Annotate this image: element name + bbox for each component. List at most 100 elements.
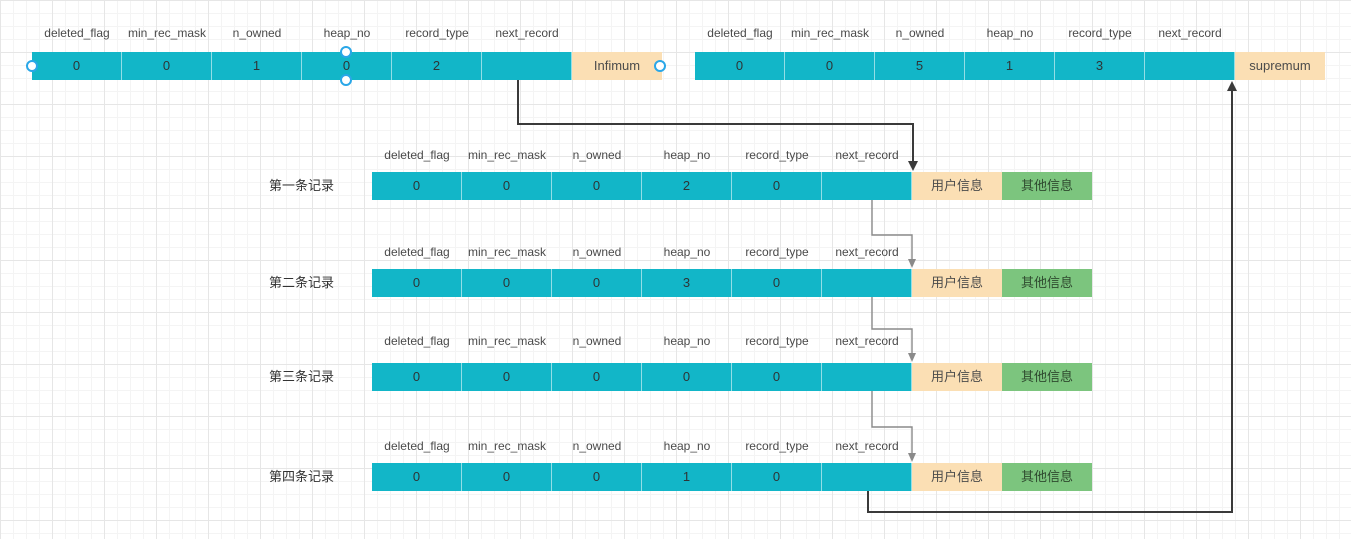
field-header-n-owned[interactable]: n_owned <box>232 26 282 40</box>
field-header-deleted-flag[interactable]: deleted_flag <box>44 26 110 40</box>
record3-user-info-cell[interactable]: 用户信息 <box>912 363 1002 391</box>
field-header-min-rec-mask[interactable]: min_rec_mask <box>790 26 870 40</box>
record2-cell-min-rec-mask[interactable]: 0 <box>462 269 552 297</box>
record1-cell-deleted-flag[interactable]: 0 <box>372 172 462 200</box>
supremum-record-bar[interactable]: 0 0 5 1 3 supremum <box>695 52 1325 80</box>
record2-user-info-cell[interactable]: 用户信息 <box>912 269 1002 297</box>
connection-handle-right[interactable] <box>654 60 666 72</box>
supremum-cell-n-owned[interactable]: 5 <box>875 52 965 80</box>
supremum-cell-record-type[interactable]: 3 <box>1055 52 1145 80</box>
record3-title[interactable]: 第三条记录 <box>268 369 334 384</box>
field-header-min-rec-mask[interactable]: min_rec_mask <box>467 245 547 259</box>
field-header-record-type[interactable]: record_type <box>745 245 809 259</box>
record3-cell-next-record[interactable] <box>822 363 912 391</box>
field-header-heap-no[interactable]: heap_no <box>663 334 711 348</box>
field-header-heap-no[interactable]: heap_no <box>986 26 1034 40</box>
field-header-next-record[interactable]: next_record <box>835 148 899 162</box>
record3-bar[interactable]: 0 0 0 0 0 用户信息 其他信息 <box>372 363 1092 391</box>
record4-cell-n-owned[interactable]: 0 <box>552 463 642 491</box>
record3-cell-heap-no[interactable]: 0 <box>642 363 732 391</box>
record4-cell-next-record[interactable] <box>822 463 912 491</box>
field-header-next-record[interactable]: next_record <box>1158 26 1222 40</box>
record1-field-headers: deleted_flag min_rec_mask n_owned heap_n… <box>372 146 912 164</box>
record2-cell-heap-no[interactable]: 3 <box>642 269 732 297</box>
record4-user-info-cell[interactable]: 用户信息 <box>912 463 1002 491</box>
infimum-cell-min-rec-mask[interactable]: 0 <box>122 52 212 80</box>
infimum-record-bar[interactable]: 0 0 1 0 2 Infimum <box>32 52 662 80</box>
infimum-cell-deleted-flag[interactable]: 0 <box>32 52 122 80</box>
record2-title[interactable]: 第二条记录 <box>268 275 334 290</box>
field-header-min-rec-mask[interactable]: min_rec_mask <box>467 439 547 453</box>
field-header-n-owned[interactable]: n_owned <box>572 148 622 162</box>
record1-cell-min-rec-mask[interactable]: 0 <box>462 172 552 200</box>
connection-handle-bottom[interactable] <box>340 74 352 86</box>
record1-other-info-cell[interactable]: 其他信息 <box>1002 172 1092 200</box>
record2-cell-n-owned[interactable]: 0 <box>552 269 642 297</box>
field-header-n-owned[interactable]: n_owned <box>572 245 622 259</box>
field-header-next-record[interactable]: next_record <box>835 334 899 348</box>
field-header-heap-no[interactable]: heap_no <box>663 245 711 259</box>
field-header-min-rec-mask[interactable]: min_rec_mask <box>467 148 547 162</box>
connection-handle-left[interactable] <box>26 60 38 72</box>
record1-cell-n-owned[interactable]: 0 <box>552 172 642 200</box>
record2-cell-deleted-flag[interactable]: 0 <box>372 269 462 297</box>
record3-cell-deleted-flag[interactable]: 0 <box>372 363 462 391</box>
arrowhead-up-icon <box>1227 81 1237 91</box>
record3-other-info-cell[interactable]: 其他信息 <box>1002 363 1092 391</box>
supremum-label-cell[interactable]: supremum <box>1235 52 1325 80</box>
field-header-record-type[interactable]: record_type <box>745 439 809 453</box>
field-header-n-owned[interactable]: n_owned <box>572 334 622 348</box>
record1-cell-record-type[interactable]: 0 <box>732 172 822 200</box>
field-header-record-type[interactable]: record_type <box>745 334 809 348</box>
infimum-cell-n-owned[interactable]: 1 <box>212 52 302 80</box>
field-header-deleted-flag[interactable]: deleted_flag <box>384 148 450 162</box>
supremum-cell-min-rec-mask[interactable]: 0 <box>785 52 875 80</box>
field-header-min-rec-mask[interactable]: min_rec_mask <box>127 26 207 40</box>
record3-cell-n-owned[interactable]: 0 <box>552 363 642 391</box>
arrow-record2-to-record3[interactable] <box>871 297 916 362</box>
record1-user-info-cell[interactable]: 用户信息 <box>912 172 1002 200</box>
field-header-record-type[interactable]: record_type <box>405 26 469 40</box>
field-header-heap-no[interactable]: heap_no <box>663 148 711 162</box>
record4-cell-record-type[interactable]: 0 <box>732 463 822 491</box>
field-header-next-record[interactable]: next_record <box>495 26 559 40</box>
supremum-cell-deleted-flag[interactable]: 0 <box>695 52 785 80</box>
field-header-heap-no[interactable]: heap_no <box>323 26 371 40</box>
supremum-cell-next-record[interactable] <box>1145 52 1235 80</box>
field-header-n-owned[interactable]: n_owned <box>572 439 622 453</box>
record4-title[interactable]: 第四条记录 <box>268 469 334 484</box>
field-header-record-type[interactable]: record_type <box>1068 26 1132 40</box>
supremum-cell-heap-no[interactable]: 1 <box>965 52 1055 80</box>
field-header-deleted-flag[interactable]: deleted_flag <box>384 245 450 259</box>
record1-cell-heap-no[interactable]: 2 <box>642 172 732 200</box>
record1-title[interactable]: 第一条记录 <box>268 178 334 193</box>
infimum-field-headers: deleted_flag min_rec_mask n_owned heap_n… <box>32 24 572 42</box>
record2-cell-next-record[interactable] <box>822 269 912 297</box>
record4-other-info-cell[interactable]: 其他信息 <box>1002 463 1092 491</box>
record2-other-info-cell[interactable]: 其他信息 <box>1002 269 1092 297</box>
record2-cell-record-type[interactable]: 0 <box>732 269 822 297</box>
record1-bar[interactable]: 0 0 0 2 0 用户信息 其他信息 <box>372 172 1092 200</box>
infimum-cell-next-record[interactable] <box>482 52 572 80</box>
field-header-min-rec-mask[interactable]: min_rec_mask <box>467 334 547 348</box>
field-header-record-type[interactable]: record_type <box>745 148 809 162</box>
infimum-label-cell[interactable]: Infimum <box>572 52 662 80</box>
record4-cell-heap-no[interactable]: 1 <box>642 463 732 491</box>
record4-bar[interactable]: 0 0 0 1 0 用户信息 其他信息 <box>372 463 1092 491</box>
record1-cell-next-record[interactable] <box>822 172 912 200</box>
field-header-heap-no[interactable]: heap_no <box>663 439 711 453</box>
record3-cell-min-rec-mask[interactable]: 0 <box>462 363 552 391</box>
field-header-n-owned[interactable]: n_owned <box>895 26 945 40</box>
infimum-cell-record-type[interactable]: 2 <box>392 52 482 80</box>
connection-handle-top[interactable] <box>340 46 352 58</box>
field-header-deleted-flag[interactable]: deleted_flag <box>707 26 773 40</box>
field-header-next-record[interactable]: next_record <box>835 245 899 259</box>
field-header-deleted-flag[interactable]: deleted_flag <box>384 334 450 348</box>
record4-cell-min-rec-mask[interactable]: 0 <box>462 463 552 491</box>
record3-field-headers: deleted_flag min_rec_mask n_owned heap_n… <box>372 332 912 350</box>
field-header-deleted-flag[interactable]: deleted_flag <box>384 439 450 453</box>
record3-cell-record-type[interactable]: 0 <box>732 363 822 391</box>
record2-bar[interactable]: 0 0 0 3 0 用户信息 其他信息 <box>372 269 1092 297</box>
field-header-next-record[interactable]: next_record <box>835 439 899 453</box>
record4-cell-deleted-flag[interactable]: 0 <box>372 463 462 491</box>
